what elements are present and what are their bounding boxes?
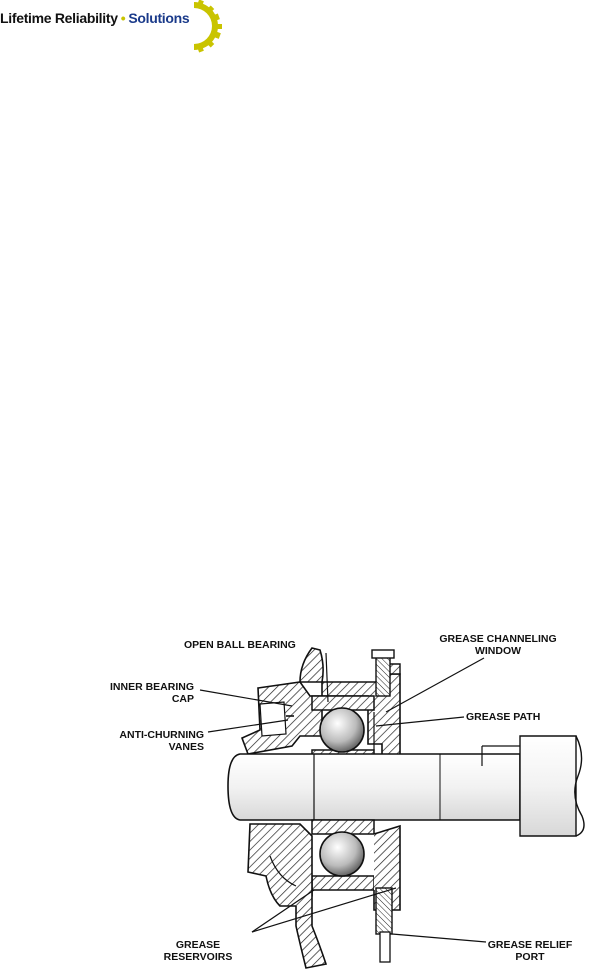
label-grease-relief-port-line1: GREASE RELIEF (488, 939, 573, 951)
label-anti-churning-line1: ANTI-CHURNING (119, 729, 204, 741)
label-inner-bearing-cap-line2: CAP (172, 693, 194, 705)
logo-separator: • (120, 10, 126, 26)
label-grease-relief-port-line2: PORT (515, 951, 545, 963)
logo-word-solutions: Solutions (128, 10, 190, 26)
lower-bearing (311, 819, 375, 891)
shaft (227, 735, 585, 837)
label-grease-channeling-line1: GREASE CHANNELING (439, 633, 556, 645)
bottom-fitting (375, 887, 393, 963)
company-logo: Lifetime Reliability•Solutions (0, 0, 236, 54)
inner-bearing-cap (240, 681, 323, 755)
label-grease-reservoirs-line1: GREASE (176, 939, 220, 951)
logo-text: Lifetime Reliability•Solutions (0, 10, 190, 26)
label-inner-bearing-cap-line1: INNER BEARING (110, 681, 194, 693)
label-anti-churning-line2: VANES (169, 741, 204, 753)
label-open-ball-bearing: OPEN BALL BEARING (184, 639, 296, 651)
label-grease-reservoirs-line2: RESERVOIRS (164, 951, 233, 963)
top-fitting (371, 649, 395, 697)
bearing-cross-section-diagram: OPEN BALL BEARING GREASE CHANNELING WIND… (100, 626, 600, 976)
logo-word-lifetime-reliability: Lifetime Reliability (0, 10, 118, 26)
gear-icon (194, 0, 222, 53)
label-grease-channeling-line2: WINDOW (475, 645, 521, 657)
label-grease-path: GREASE PATH (466, 711, 540, 723)
leader-lines (199, 652, 487, 943)
